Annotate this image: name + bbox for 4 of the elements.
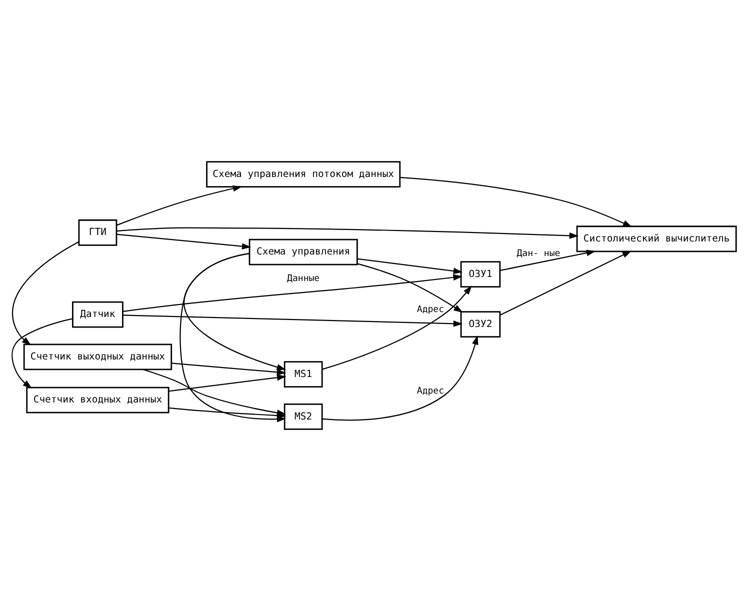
edge-label: Данные bbox=[287, 273, 320, 284]
edge-label: Адрес bbox=[416, 304, 444, 315]
edge-label: Адрес bbox=[416, 386, 444, 396]
edge-label: Дан- ные bbox=[516, 248, 560, 258]
